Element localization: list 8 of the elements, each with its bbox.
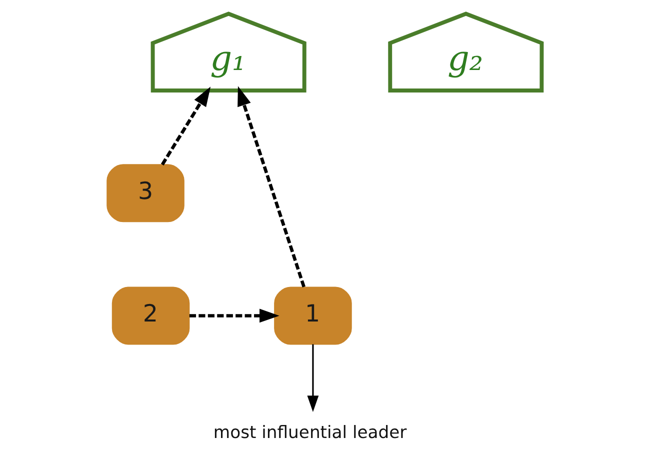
arrow (306, 344, 318, 412)
node-box: 2 (111, 286, 190, 345)
node-text: most influential leader (212, 423, 406, 444)
node-box: 1 (274, 286, 352, 345)
arrow (160, 86, 210, 166)
node-box: 3 (106, 164, 184, 222)
arrow (237, 86, 305, 288)
arrow (188, 308, 279, 323)
